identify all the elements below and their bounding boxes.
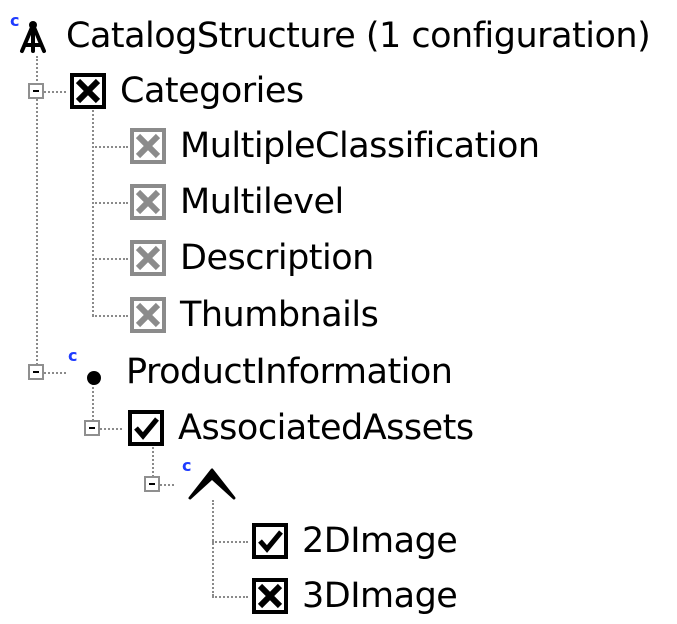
checked-checkbox-icon[interactable]	[252, 523, 288, 559]
categories-label: Categories	[120, 71, 304, 111]
tree-node-multilevel[interactable]: Multilevel	[130, 174, 344, 230]
tree-guide-line	[212, 596, 248, 598]
collapse-productinformation-toggle[interactable]	[28, 364, 44, 380]
tree-node-thumbnails[interactable]: Thumbnails	[130, 287, 379, 343]
tree-guide-line	[92, 315, 128, 317]
tree-guide-line	[92, 110, 94, 316]
tree-node-categories[interactable]: Categories	[70, 63, 304, 119]
tree-guide-line	[44, 91, 66, 93]
tree-node-description[interactable]: Description	[130, 230, 374, 286]
excluded-disabled-checkbox-icon[interactable]	[130, 128, 166, 164]
class-badge-icon: c	[182, 456, 192, 475]
tree-guide-line	[212, 500, 214, 596]
multilevel-label: Multilevel	[180, 182, 344, 222]
tree-node-alternative-group[interactable]: c	[172, 455, 242, 511]
tree-guide-line	[212, 541, 248, 543]
tree-node-root[interactable]: c CatalogStructure (1 configuration)	[10, 8, 651, 64]
thumbnails-label: Thumbnails	[180, 295, 379, 335]
excluded-disabled-checkbox-icon[interactable]	[130, 240, 166, 276]
tree-guide-line	[92, 146, 128, 148]
tree-guide-line	[160, 484, 174, 486]
tree-node-productinformation[interactable]: c ProductInformation	[66, 344, 453, 400]
multipleclassification-label: MultipleClassification	[180, 126, 540, 166]
collapse-associatedassets-toggle[interactable]	[84, 420, 100, 436]
excluded-disabled-checkbox-icon[interactable]	[130, 184, 166, 220]
tree-guide-line	[92, 258, 128, 260]
class-badge-icon: c	[10, 11, 20, 30]
tree-node-multipleclassification[interactable]: MultipleClassification	[130, 118, 540, 174]
excluded-checkbox-icon[interactable]	[252, 578, 288, 614]
tree-guide-line	[92, 202, 128, 204]
associatedassets-label: AssociatedAssets	[178, 408, 474, 448]
tree-guide-line	[100, 428, 122, 430]
tree-guide-line	[92, 380, 94, 428]
class-badge-icon: c	[68, 346, 78, 365]
collapse-categories-toggle[interactable]	[28, 83, 44, 99]
excluded-checkbox-icon[interactable]	[70, 73, 106, 109]
mandatory-feature-dot-icon: c	[66, 346, 114, 392]
tree-node-associatedassets[interactable]: AssociatedAssets	[128, 400, 474, 456]
tree-node-2dimage[interactable]: 2DImage	[252, 513, 458, 569]
root-label: CatalogStructure (1 configuration)	[66, 16, 651, 56]
collapse-group-toggle[interactable]	[144, 476, 160, 492]
alternative-group-icon: c	[172, 456, 242, 506]
3dimage-label: 3DImage	[302, 576, 458, 616]
tree-node-3dimage[interactable]: 3DImage	[252, 568, 458, 624]
checked-checkbox-icon[interactable]	[128, 410, 164, 446]
tree-guide-line	[152, 440, 154, 484]
excluded-disabled-checkbox-icon[interactable]	[130, 297, 166, 333]
feature-model-icon: c	[10, 11, 54, 57]
description-label: Description	[180, 238, 374, 278]
productinformation-label: ProductInformation	[126, 352, 453, 392]
2dimage-label: 2DImage	[302, 521, 458, 561]
tree-guide-line	[36, 56, 38, 372]
tree-guide-line	[44, 372, 66, 374]
